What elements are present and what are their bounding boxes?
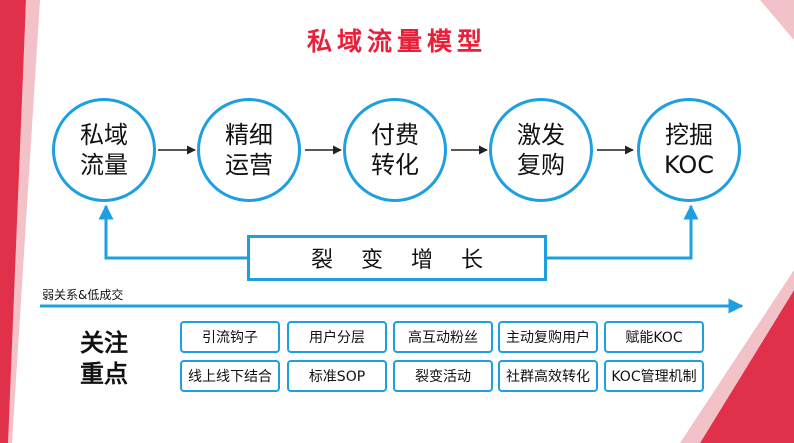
bottom-right-decoration — [680, 270, 794, 443]
tag-community-conversion: 社群高效转化 — [498, 360, 598, 392]
tag-active-repurchase-users: 主动复购用户 — [498, 321, 598, 353]
node-label: 激发 复购 — [517, 121, 565, 179]
tag-high-engagement-fans: 高互动粉丝 — [393, 321, 493, 353]
growth-line-left — [98, 204, 247, 260]
growth-box: 裂变增长 — [247, 235, 547, 281]
top-right-decoration — [760, 0, 794, 40]
node-label: 私域 流量 — [80, 121, 128, 179]
tag-standard-sop: 标准SOP — [287, 360, 387, 392]
node-label: 挖掘 KOC — [663, 121, 715, 179]
node-fine-operation: 精细 运营 — [197, 98, 301, 202]
focus-label: 关注 重点 — [80, 329, 128, 388]
node-paid-conversion: 付费 转化 — [343, 98, 447, 202]
node-label: 精细 运营 — [225, 121, 273, 179]
tag-koc-management: KOC管理机制 — [604, 360, 704, 392]
tag-online-offline: 线上线下结合 — [180, 360, 280, 392]
growth-line-right — [547, 204, 699, 260]
left-decoration — [0, 0, 40, 443]
tag-empower-koc: 赋能KOC — [604, 321, 704, 353]
tag-fission-activity: 裂变活动 — [393, 360, 493, 392]
node-label: 付费 转化 — [371, 121, 419, 179]
axis-label: 弱关系&低成交 — [42, 288, 124, 302]
tag-user-tiering: 用户分层 — [287, 321, 387, 353]
node-koc: 挖掘 KOC — [637, 98, 741, 202]
tag-lead-hook: 引流钩子 — [180, 321, 280, 353]
page-title: 私域流量模型 — [306, 27, 487, 56]
node-repurchase: 激发 复购 — [489, 98, 593, 202]
node-private-traffic: 私域 流量 — [52, 98, 156, 202]
